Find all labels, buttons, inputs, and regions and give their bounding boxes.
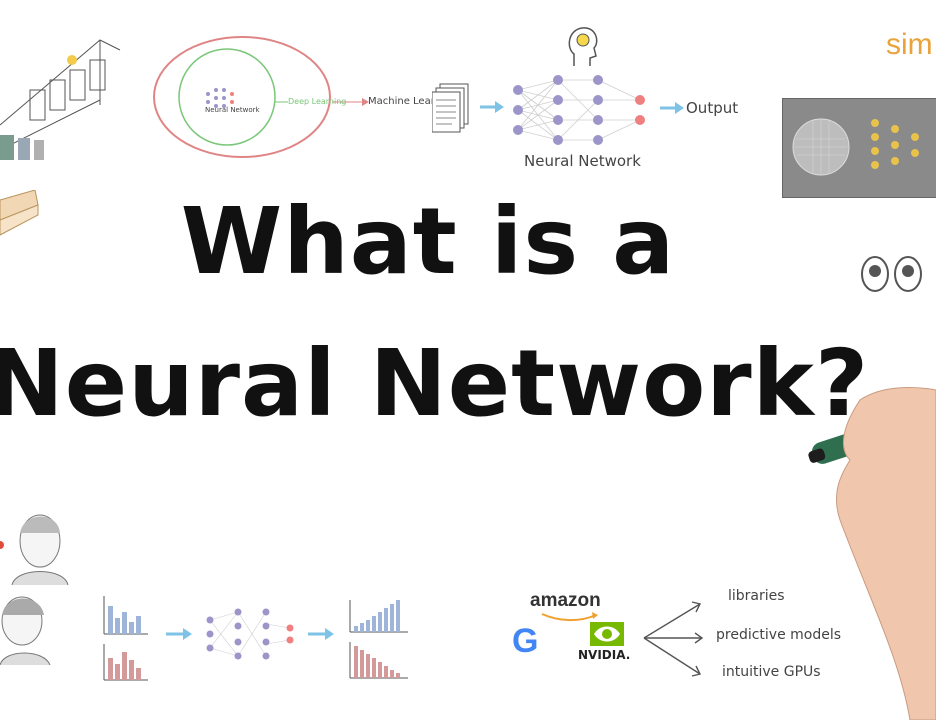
output-label: Output <box>686 99 739 117</box>
trend-charts-sketch <box>349 600 408 679</box>
arrow-right-icon <box>166 628 192 640</box>
mnist-network-panel <box>782 98 936 198</box>
list-item-libraries: libraries <box>728 588 785 604</box>
amazon-logo: amazon <box>530 590 601 611</box>
circle-inner-label: Neural Network <box>205 106 260 114</box>
portrait-sketch <box>0 596 51 665</box>
brand-logo-fragment: sim <box>886 28 933 61</box>
lightbulb-head-icon <box>568 27 598 66</box>
title-line-1: What is a <box>180 188 676 295</box>
staircase-sketch <box>0 190 39 236</box>
documents-icon <box>432 83 469 133</box>
grid-network-thumbnail <box>792 118 919 176</box>
arrow-right-icon <box>480 101 504 113</box>
neural-network-caption: Neural Network <box>524 152 641 170</box>
amazon-smile-icon <box>541 612 598 622</box>
list-item-predictive-models: predictive models <box>716 627 842 643</box>
arrow-right-icon <box>660 102 684 114</box>
hand-with-marker <box>808 387 936 720</box>
bar-chart-sketch <box>103 596 148 681</box>
portrait-sketch <box>0 514 69 585</box>
neural-network-diagram <box>513 75 645 145</box>
machine-learning-label: Machine Learn <box>368 96 441 107</box>
small-neural-network <box>206 608 294 660</box>
branching-arrows <box>643 601 704 677</box>
eyes-icon <box>861 256 922 292</box>
street-sketch-illustration <box>0 39 121 160</box>
list-item-intuitive-gpus: intuitive GPUs <box>722 664 821 680</box>
deep-learning-label: Deep Learning <box>288 97 347 106</box>
nvidia-eye-icon <box>590 622 624 646</box>
google-logo: G <box>512 622 539 660</box>
arrow-right-icon <box>308 628 334 640</box>
nvidia-logo: NVIDIA. <box>578 648 631 662</box>
title-line-2: Neural Network? <box>0 330 870 437</box>
learning-hierarchy-diagram <box>153 36 369 158</box>
